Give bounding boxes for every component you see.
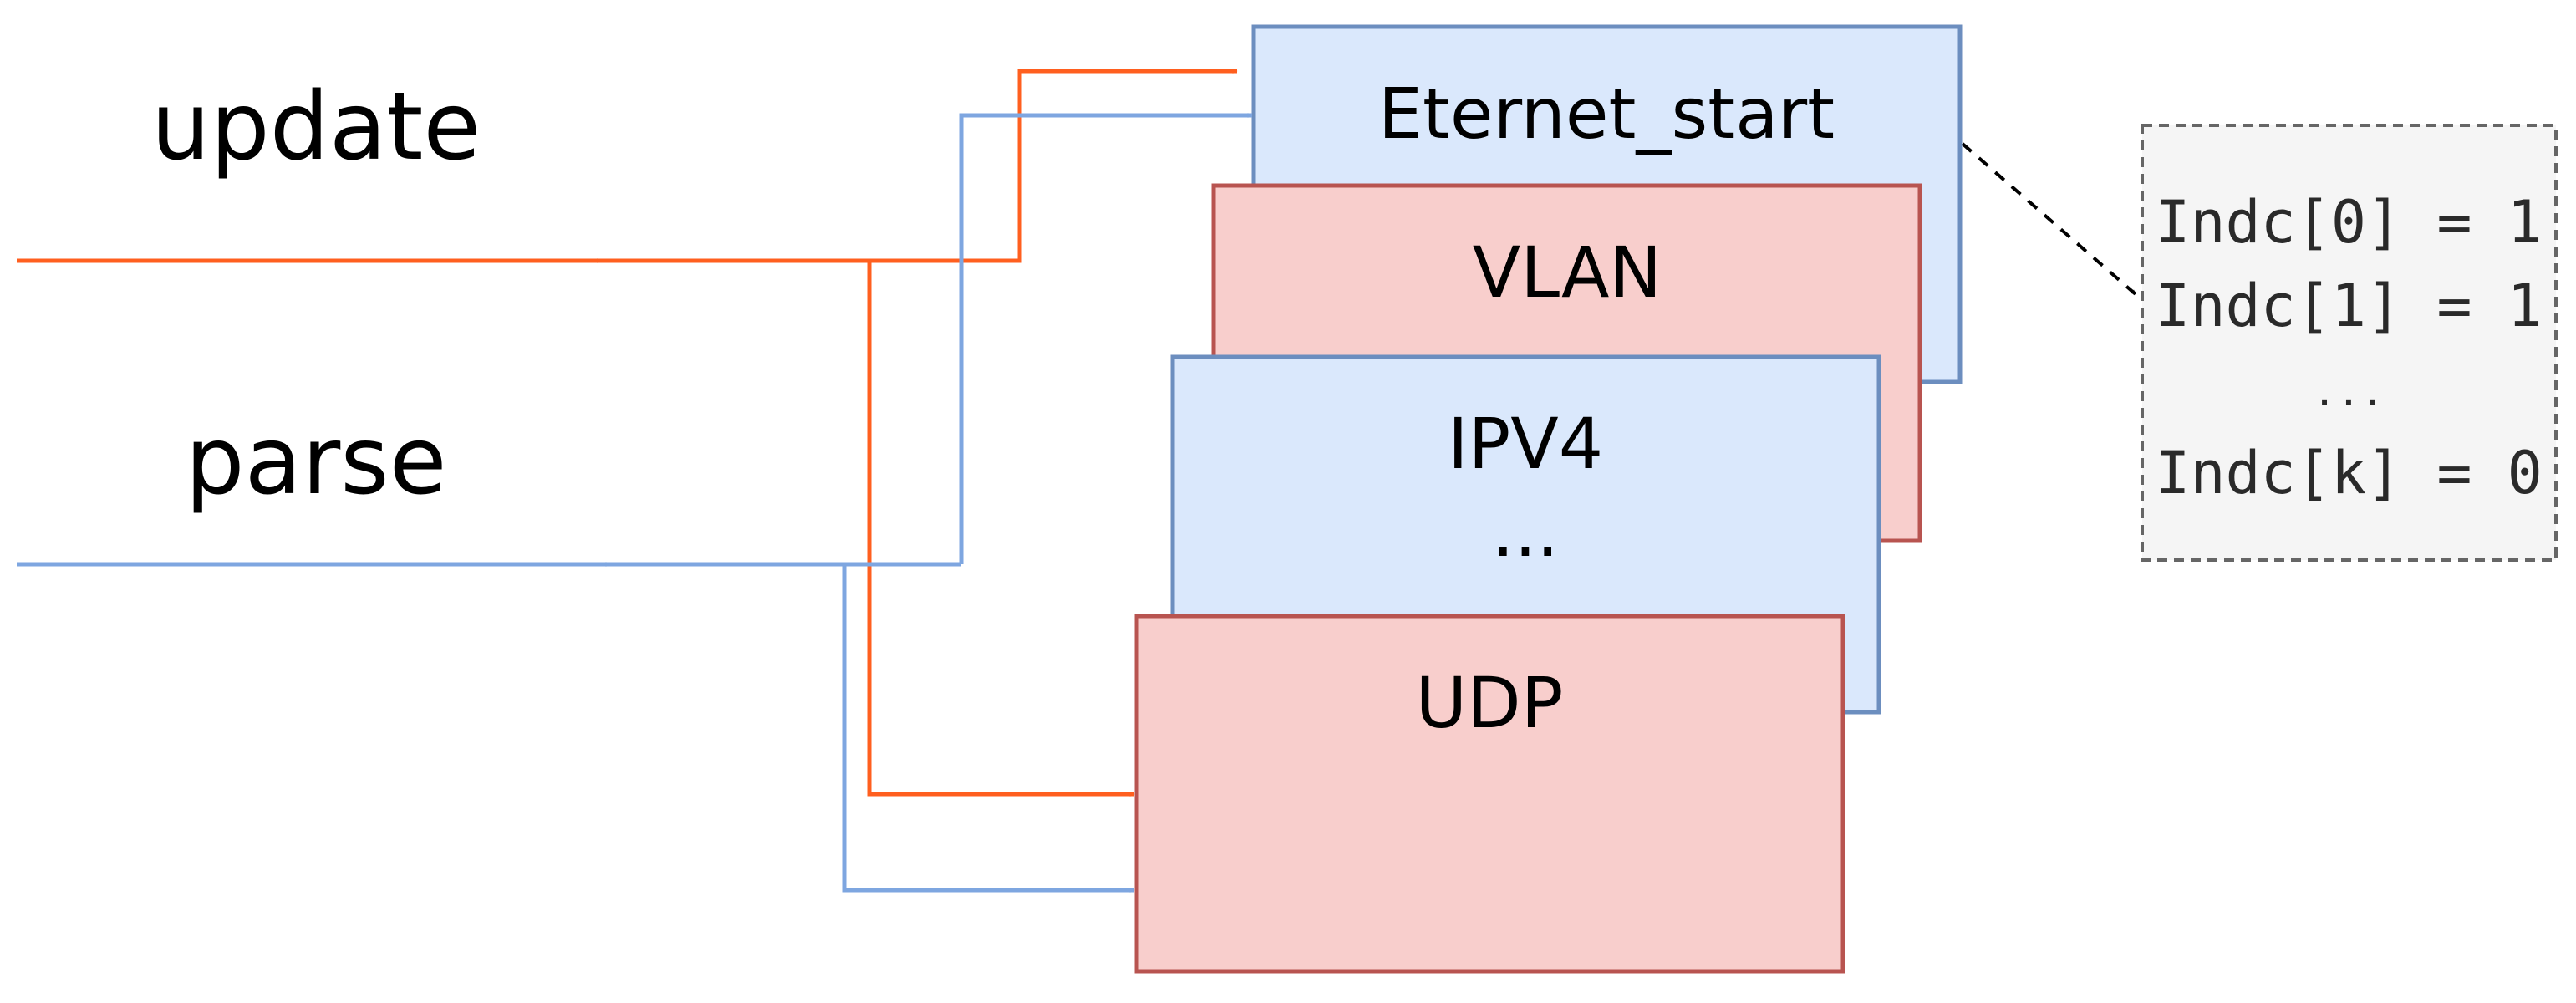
parse-label: parse (185, 407, 446, 516)
indicator-ellipsis: ... (2313, 369, 2385, 415)
ipv4-ellipsis: ... (1492, 491, 1559, 573)
eth-to-indicators-link (1961, 142, 2137, 296)
udp-box (1134, 614, 1845, 974)
ipv4-label: IPV4 (1448, 403, 1603, 485)
update-to-udp-connector (867, 261, 1135, 797)
indicator-line: Indc[0] = 1 (2155, 188, 2543, 257)
parse-to-udp-connector (842, 564, 1135, 893)
eth-label: Eternet_start (1378, 73, 1835, 155)
update-label: update (151, 73, 481, 181)
udp-label: UDP (1416, 662, 1564, 744)
indicator-line: Indc[k] = 0 (2155, 439, 2543, 507)
parse-to-eth-connector (959, 113, 1253, 564)
indicator-line: Indc[1] = 1 (2155, 272, 2543, 340)
vlan-label: VLAN (1473, 232, 1662, 313)
update-to-eth-connector (869, 69, 1238, 263)
indicators-box (2141, 124, 2558, 562)
